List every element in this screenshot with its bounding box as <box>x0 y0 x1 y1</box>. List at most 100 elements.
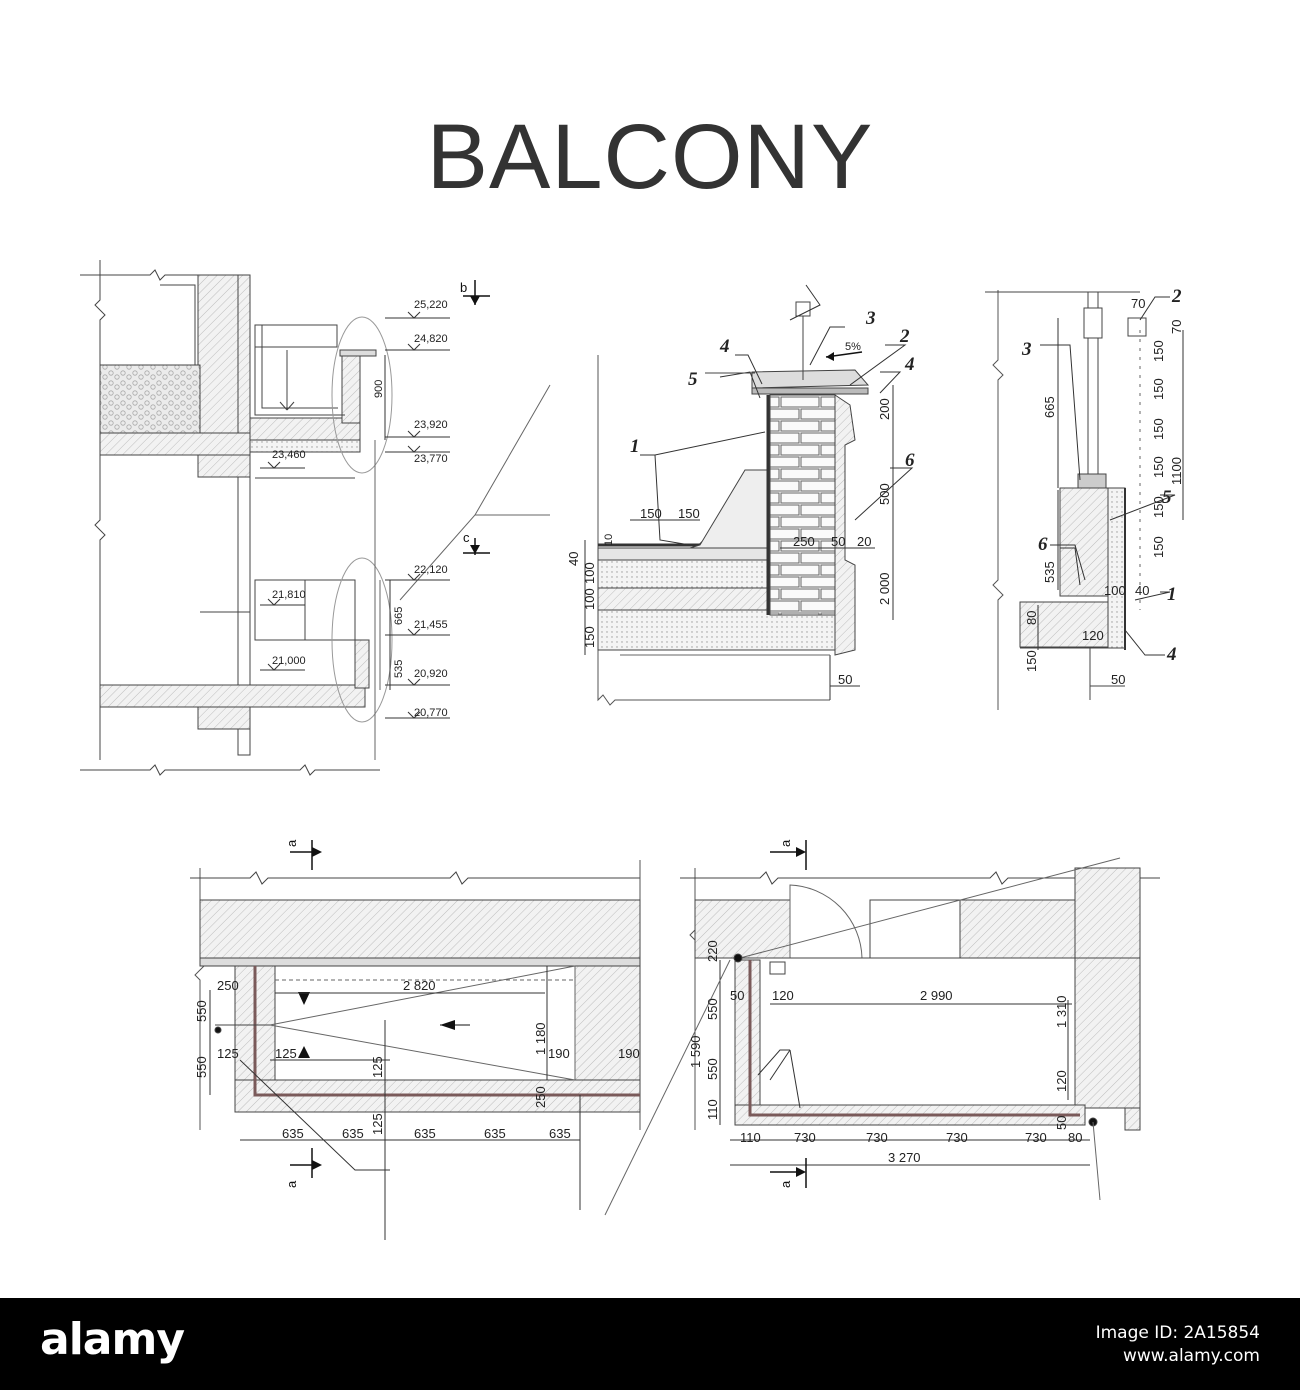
svg-text:50: 50 <box>1111 672 1125 687</box>
svg-text:550: 550 <box>705 1058 720 1080</box>
svg-text:150: 150 <box>1151 418 1166 440</box>
section-mark-a: a <box>284 1180 299 1188</box>
callout-5: 5 <box>1162 487 1172 508</box>
svg-text:635: 635 <box>282 1126 304 1141</box>
elevation-markers <box>260 311 450 719</box>
section-detail-2 <box>584 284 914 706</box>
svg-text:635: 635 <box>549 1126 571 1141</box>
elevation-label: 20,920 <box>414 668 448 680</box>
svg-text:730: 730 <box>794 1130 816 1145</box>
svg-text:730: 730 <box>866 1130 888 1145</box>
svg-text:1100: 1100 <box>1169 457 1184 485</box>
svg-text:250: 250 <box>793 534 815 549</box>
svg-text:2 820: 2 820 <box>403 978 436 993</box>
brick-wall <box>769 394 836 616</box>
dimension-label: 665 <box>393 607 405 625</box>
svg-text:190: 190 <box>548 1046 570 1061</box>
svg-text:550: 550 <box>194 1000 209 1022</box>
svg-text:40: 40 <box>1135 583 1149 598</box>
svg-text:120: 120 <box>1082 628 1104 643</box>
svg-text:120: 120 <box>1054 1070 1069 1092</box>
callout-1: 1 <box>1167 584 1177 605</box>
section2-labels: 1 2 3 4 4 5 6 5% 150 150 250 50 20 10 40… <box>566 308 915 687</box>
svg-text:50: 50 <box>831 534 845 549</box>
callout-3: 3 <box>1021 339 1032 360</box>
callout-2: 2 <box>1171 286 1182 307</box>
svg-text:40: 40 <box>566 552 581 566</box>
section-mark-b: b <box>460 280 467 295</box>
elevation-label: 23,460 <box>272 449 306 461</box>
svg-text:110: 110 <box>740 1130 761 1145</box>
dimension-label: 535 <box>393 660 405 678</box>
section-mark-a: a <box>778 839 793 847</box>
svg-text:150: 150 <box>1151 496 1166 518</box>
svg-text:550: 550 <box>705 998 720 1020</box>
elevation-label: 23,920 <box>414 419 448 431</box>
svg-text:635: 635 <box>342 1126 364 1141</box>
callout-6: 6 <box>1038 534 1048 555</box>
plan2-labels: a a 220 50 120 2 990 550 550 1 590 1 310… <box>688 839 1082 1188</box>
svg-text:50: 50 <box>838 672 852 687</box>
svg-text:2 990: 2 990 <box>920 988 953 1003</box>
svg-text:500: 500 <box>877 483 892 505</box>
brand-logo[interactable]: alamy <box>40 1314 185 1365</box>
building-wall <box>199 899 641 959</box>
svg-text:110: 110 <box>705 1099 720 1120</box>
svg-text:635: 635 <box>484 1126 506 1141</box>
svg-text:1 180: 1 180 <box>533 1022 548 1055</box>
section-detail-1 <box>80 260 551 776</box>
svg-text:150: 150 <box>1151 456 1166 478</box>
elevation-label: 22,120 <box>414 564 448 576</box>
elevation-label: 21,455 <box>414 619 448 631</box>
svg-text:125: 125 <box>275 1046 297 1061</box>
svg-text:220: 220 <box>705 940 720 962</box>
svg-text:665: 665 <box>1042 396 1057 418</box>
plan-view-1 <box>190 840 641 1240</box>
svg-text:150: 150 <box>582 626 597 648</box>
plan-view-2 <box>604 840 1160 1216</box>
elevation-label: 24,820 <box>414 333 448 345</box>
svg-text:3 270: 3 270 <box>888 1150 921 1165</box>
svg-text:125: 125 <box>217 1046 239 1061</box>
svg-text:2 000: 2 000 <box>877 572 892 605</box>
callout-1: 1 <box>630 436 640 457</box>
svg-text:10: 10 <box>603 534 615 546</box>
section-mark-a: a <box>778 1180 793 1188</box>
svg-text:550: 550 <box>194 1056 209 1078</box>
svg-text:50: 50 <box>730 988 744 1003</box>
svg-text:250: 250 <box>217 978 239 993</box>
section-detail-3 <box>985 290 1184 710</box>
svg-text:730: 730 <box>946 1130 968 1145</box>
image-id: Image ID: 2A15854 <box>1095 1323 1260 1343</box>
svg-text:125: 125 <box>370 1056 385 1078</box>
elevation-label: 21,810 <box>272 589 306 601</box>
elevation-label: 20,770 <box>414 707 448 719</box>
callout-2: 2 <box>899 326 910 347</box>
svg-text:150: 150 <box>1024 650 1039 672</box>
svg-text:150: 150 <box>1151 340 1166 362</box>
image-info: Image ID: 2A15854 www.alamy.com <box>1096 1322 1260 1368</box>
site-link[interactable]: www.alamy.com <box>1122 1346 1260 1366</box>
section-mark-c: c <box>463 530 470 545</box>
elevation-label: 25,220 <box>414 299 448 311</box>
elevation-label: 23,770 <box>414 453 448 465</box>
svg-text:50: 50 <box>1054 1116 1069 1130</box>
svg-text:100: 100 <box>582 588 597 610</box>
section3-labels: 1 2 3 4 5 6 70 70 150 150 150 150 150 15… <box>1021 286 1184 687</box>
section1-labels: b c 25,220 24,820 23,920 23,770 23,460 2… <box>272 280 470 719</box>
svg-text:1 590: 1 590 <box>688 1035 703 1068</box>
callout-4: 4 <box>1166 644 1177 665</box>
section-mark-a: a <box>284 839 299 847</box>
break-line <box>80 269 240 281</box>
svg-text:150: 150 <box>1151 536 1166 558</box>
drawing-title: BALCONY <box>426 106 874 208</box>
roof-slab <box>99 364 201 434</box>
plan1-labels: a a 250 2 820 550 550 1 180 125 125 125 … <box>194 839 640 1188</box>
svg-text:100: 100 <box>1104 583 1126 598</box>
svg-text:80: 80 <box>1024 611 1039 625</box>
svg-text:80: 80 <box>1068 1130 1082 1145</box>
elevation-label: 21,000 <box>272 655 306 667</box>
svg-text:70: 70 <box>1131 296 1145 311</box>
svg-text:250: 250 <box>533 1086 548 1108</box>
svg-text:200: 200 <box>877 398 892 420</box>
